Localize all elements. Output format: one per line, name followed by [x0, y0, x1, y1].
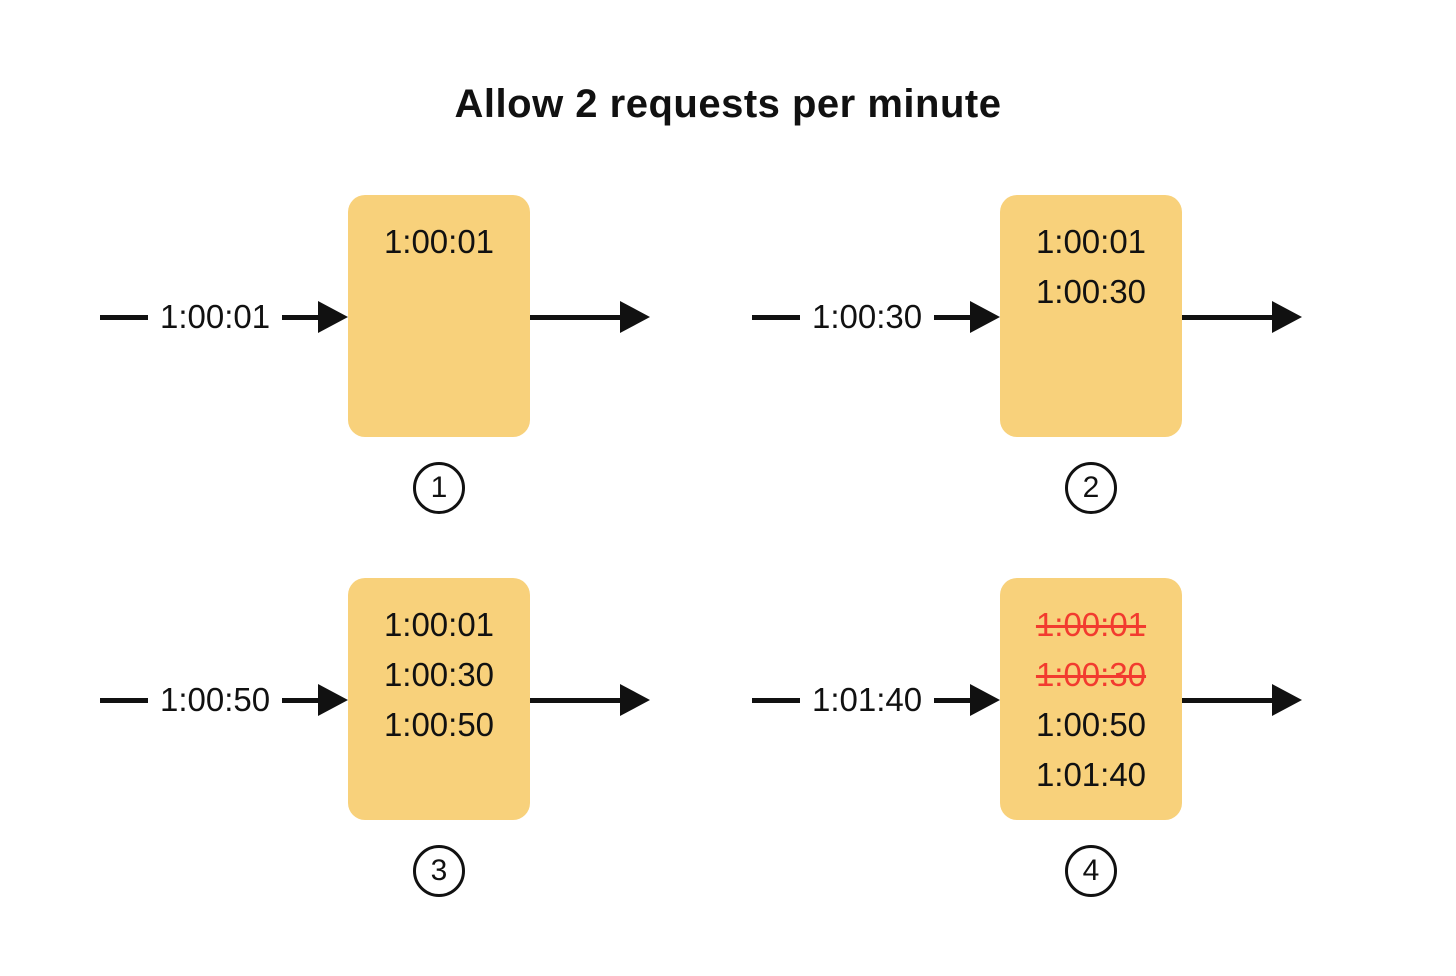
step-number-badge: 3 — [413, 845, 465, 897]
step-number-badge: 1 — [413, 462, 465, 514]
flow-line — [530, 697, 620, 703]
outgoing-arrow — [530, 301, 650, 333]
incoming-request-arrow: 1:01:40 — [752, 682, 1000, 718]
log-entry: 1:00:30 — [1035, 656, 1147, 693]
flow-line — [282, 697, 318, 703]
arrowhead-icon — [1272, 301, 1302, 333]
outgoing-arrow — [1182, 684, 1302, 716]
flow-line — [100, 314, 148, 320]
incoming-request-label: 1:00:30 — [812, 298, 923, 335]
log-entry: 1:00:50 — [1035, 706, 1147, 743]
panel-step-3: 1:00:50 1:00:01 1:00:30 1:00:50 3 — [100, 563, 650, 923]
incoming-request-arrow: 1:00:30 — [752, 299, 1000, 335]
log-entry: 1:00:01 — [383, 223, 495, 260]
log-entry: 1:00:30 — [1035, 273, 1147, 310]
panel-step-1: 1:00:01 1:00:01 1 — [100, 180, 650, 540]
arrowhead-icon — [318, 684, 348, 716]
incoming-request-arrow: 1:00:01 — [100, 299, 348, 335]
request-log-box: 1:00:01 — [348, 195, 530, 437]
flow-line — [530, 314, 620, 320]
flow-line — [1182, 314, 1272, 320]
panel-step-4: 1:01:40 1:00:01 1:00:30 1:00:50 1:01:40 … — [752, 563, 1302, 923]
flow-line — [100, 697, 148, 703]
incoming-request-label: 1:01:40 — [812, 681, 923, 718]
arrowhead-icon — [970, 684, 1000, 716]
log-entry: 1:00:01 — [1035, 606, 1147, 643]
flow-line — [1182, 697, 1272, 703]
diagram-title: Allow 2 requests per minute — [454, 82, 1002, 126]
outgoing-arrow — [530, 684, 650, 716]
arrowhead-icon — [318, 301, 348, 333]
incoming-request-label: 1:00:50 — [160, 681, 271, 718]
arrowhead-icon — [970, 301, 1000, 333]
flow-line — [934, 314, 970, 320]
incoming-request-arrow: 1:00:50 — [100, 682, 348, 718]
outgoing-arrow — [1182, 301, 1302, 333]
log-entry: 1:00:30 — [383, 656, 495, 693]
log-entry: 1:00:01 — [383, 606, 495, 643]
log-entry: 1:00:01 — [1035, 223, 1147, 260]
flow-line — [282, 314, 318, 320]
step-number-badge: 2 — [1065, 462, 1117, 514]
request-log-box: 1:00:01 1:00:30 1:00:50 1:01:40 — [1000, 578, 1182, 820]
flow-line — [752, 697, 800, 703]
request-log-box: 1:00:01 1:00:30 1:00:50 — [348, 578, 530, 820]
arrowhead-icon — [620, 301, 650, 333]
panel-step-2: 1:00:30 1:00:01 1:00:30 2 — [752, 180, 1302, 540]
step-number-badge: 4 — [1065, 845, 1117, 897]
flow-line — [934, 697, 970, 703]
incoming-request-label: 1:00:01 — [160, 298, 271, 335]
flow-line — [752, 314, 800, 320]
request-log-box: 1:00:01 1:00:30 — [1000, 195, 1182, 437]
arrowhead-icon — [1272, 684, 1302, 716]
log-entry: 1:01:40 — [1035, 756, 1147, 793]
log-entry: 1:00:50 — [383, 706, 495, 743]
arrowhead-icon — [620, 684, 650, 716]
